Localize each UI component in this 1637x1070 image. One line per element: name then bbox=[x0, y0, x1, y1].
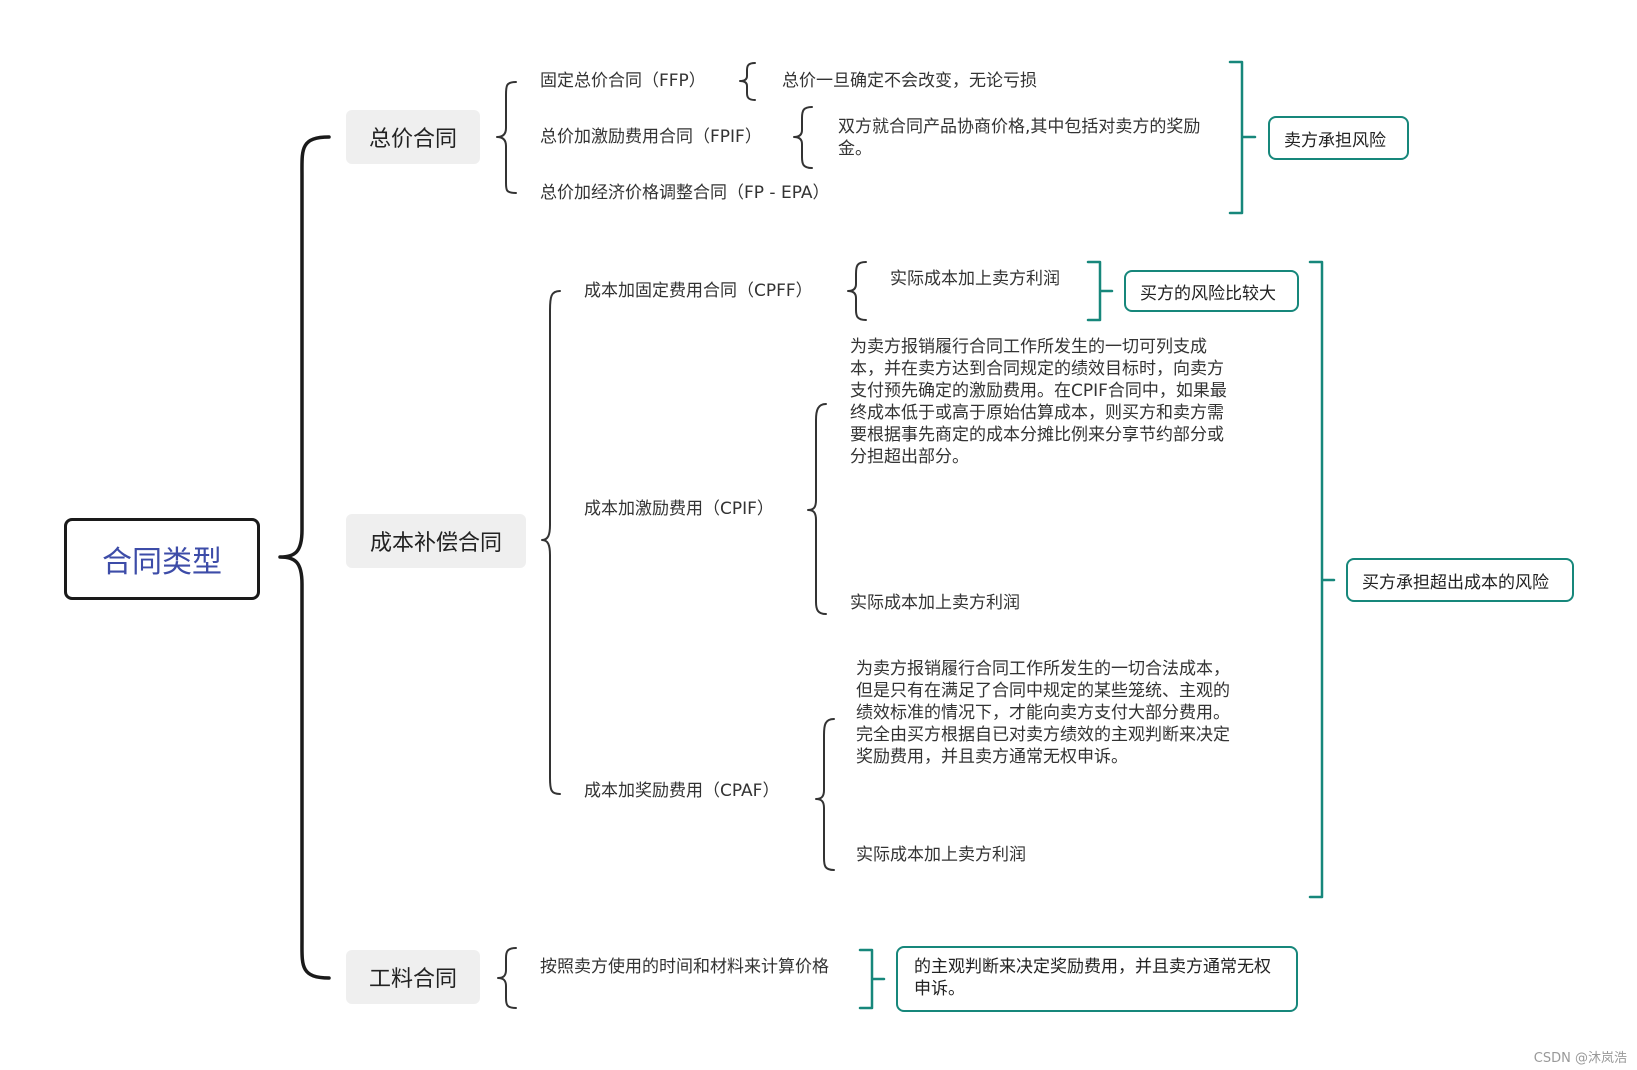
cpaf-brace bbox=[815, 718, 835, 871]
root-brace bbox=[278, 135, 331, 980]
cr-brace bbox=[541, 290, 561, 795]
cpff-risk-text: 买方的风险比较大 bbox=[1140, 283, 1276, 304]
cpff-label: 成本加固定费用合同（CPFF） bbox=[584, 281, 813, 301]
cr-risk-tag[interactable]: 买方承担超出成本的风险 bbox=[1346, 558, 1574, 602]
category-cost-reimbursable-label: 成本补偿合同 bbox=[369, 531, 502, 556]
category-time-material-label: 工料合同 bbox=[368, 967, 457, 992]
tm-note-tag[interactable]: 的主观判断来决定奖励费用，并且卖方通常无权申诉。 bbox=[896, 946, 1298, 1012]
category-time-material[interactable]: 工料合同 bbox=[346, 950, 480, 1004]
cpaf-label: 成本加奖励费用（CPAF） bbox=[584, 781, 780, 801]
cpaf-desc: 为卖方报销履行合同工作所发生的一切合法成本，但是只有在满足了合同中规定的某些笼统… bbox=[856, 659, 1230, 767]
ffp-desc: 总价一旦确定不会改变，无论亏损 bbox=[782, 71, 1037, 91]
fpif-brace bbox=[793, 106, 813, 169]
cpff-desc: 实际成本加上卖方利润 bbox=[890, 269, 1060, 289]
tm-note-bracket bbox=[858, 948, 886, 1010]
cr-risk-bracket bbox=[1308, 260, 1336, 899]
cpif-desc: 为卖方报销履行合同工作所发生的一切可列支成本，并在卖方达到合同规定的绩效目标时，… bbox=[850, 337, 1227, 467]
ffp-brace bbox=[739, 62, 756, 101]
cpif-brace bbox=[807, 403, 827, 615]
fpif-desc: 双方就合同产品协商价格,其中包括对卖方的奖励金。 bbox=[838, 117, 1201, 159]
tm-desc: 按照卖方使用的时间和材料来计算价格 bbox=[540, 957, 829, 977]
fp-risk-bracket bbox=[1228, 60, 1257, 215]
ffp-label: 固定总价合同（FFP） bbox=[540, 71, 706, 91]
cpff-brace bbox=[847, 261, 867, 321]
tm-note-text: 的主观判断来决定奖励费用，并且卖方通常无权申诉。 bbox=[914, 957, 1271, 999]
cpaf-desc2: 实际成本加上卖方利润 bbox=[856, 845, 1026, 865]
cpif-desc2: 实际成本加上卖方利润 bbox=[850, 593, 1020, 613]
category-cost-reimbursable[interactable]: 成本补偿合同 bbox=[346, 514, 526, 568]
fpepa-label: 总价加经济价格调整合同（FP - EPA） bbox=[540, 183, 830, 203]
watermark: CSDN @沐岚浩 bbox=[1533, 1051, 1627, 1066]
fpif-label: 总价加激励费用合同（FPIF） bbox=[540, 127, 762, 147]
category-fixed-price-label: 总价合同 bbox=[368, 127, 457, 152]
category-fixed-price[interactable]: 总价合同 bbox=[346, 110, 480, 164]
cr-risk-text: 买方承担超出成本的风险 bbox=[1362, 572, 1549, 593]
cpff-risk-tag[interactable]: 买方的风险比较大 bbox=[1124, 270, 1299, 312]
fp-risk-tag[interactable]: 卖方承担风险 bbox=[1268, 116, 1409, 160]
fp-risk-text: 卖方承担风险 bbox=[1284, 130, 1386, 151]
root-node[interactable]: 合同类型 bbox=[64, 518, 260, 600]
tm-brace bbox=[497, 947, 517, 1009]
cpff-risk-bracket bbox=[1086, 260, 1114, 322]
fp-brace bbox=[496, 81, 517, 194]
cpif-label: 成本加激励费用（CPIF） bbox=[584, 499, 774, 519]
root-label: 合同类型 bbox=[102, 545, 222, 580]
